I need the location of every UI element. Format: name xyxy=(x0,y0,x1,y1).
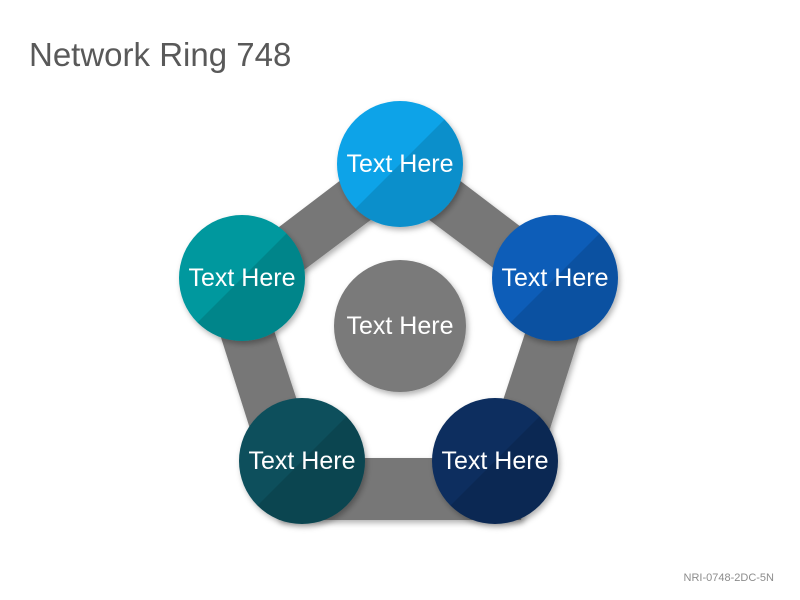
ring-node-right: Text Here xyxy=(492,215,618,341)
ring-node-circle xyxy=(239,398,365,524)
slide-code: NRI-0748-2DC-5N xyxy=(683,572,774,584)
node-facet-shade xyxy=(337,101,463,227)
ring-node-circle xyxy=(337,101,463,227)
ring-node-circle xyxy=(179,215,305,341)
ring-node-label: Text Here xyxy=(347,150,454,178)
node-facet-shade xyxy=(239,398,365,524)
node-facet-shade xyxy=(179,215,305,341)
ring-node-bottom-left: Text Here xyxy=(239,398,365,524)
ring-node-label: Text Here xyxy=(502,264,609,292)
node-facet-shade xyxy=(432,398,558,524)
ring-node-label: Text Here xyxy=(249,447,356,475)
ring-node-label: Text Here xyxy=(189,264,296,292)
ring-node-bottom-right: Text Here xyxy=(432,398,558,524)
node-facet-shade xyxy=(492,215,618,341)
ring-node-circle xyxy=(492,215,618,341)
center-node: Text Here xyxy=(334,260,466,392)
ring-node-top: Text Here xyxy=(337,101,463,227)
page-title: Network Ring 748 xyxy=(29,36,292,73)
ring-node-left: Text Here xyxy=(179,215,305,341)
center-circle xyxy=(334,260,466,392)
ring-node-label: Text Here xyxy=(442,447,549,475)
center-node-label: Text Here xyxy=(347,312,454,340)
ring-node-circle xyxy=(432,398,558,524)
